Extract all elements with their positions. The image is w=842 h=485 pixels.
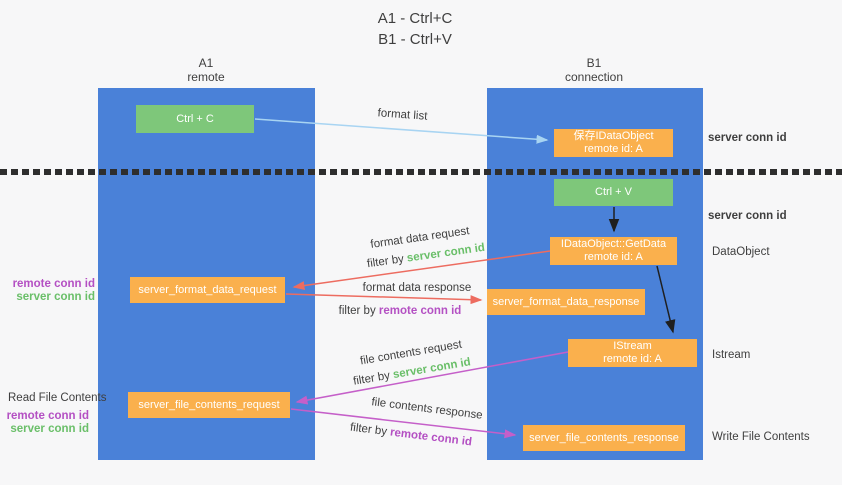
server-conn-id-annotation: server conn id	[16, 291, 95, 303]
server-conn-id-annotation: server conn id	[10, 423, 89, 435]
lane-header-a1: A1 remote	[126, 56, 286, 84]
istream-node: IStream remote id: A	[568, 339, 697, 367]
ctrl-c-label: Ctrl + C	[176, 112, 214, 125]
server-file-contents-request-node: server_file_contents_request	[128, 392, 290, 418]
idataobject-getdata-node: IDataObject::GetData remote id: A	[550, 237, 677, 265]
save-idataobject-line1: 保存IDataObject	[573, 130, 654, 142]
server-format-data-response-node: server_format_data_response	[487, 289, 645, 315]
remote-conn-id-annotation: remote conn id	[6, 410, 89, 422]
file-contents-response-filter-label: filter by remote conn id	[326, 419, 496, 452]
server-file-contents-response-node: server_file_contents_response	[523, 425, 685, 451]
server-file-contents-response-label: server_file_contents_response	[529, 431, 679, 444]
server-conn-id-annotation-top: server conn id	[708, 132, 787, 144]
write-file-contents-annotation: Write File Contents	[712, 431, 810, 443]
istream-annotation: Istream	[712, 349, 751, 361]
title-line2: B1 - Ctrl+V	[378, 31, 452, 48]
istream-line2: remote id: A	[603, 353, 662, 365]
lane-a1-name: A1	[198, 56, 214, 70]
getdata-line1: IDataObject::GetData	[560, 238, 667, 250]
format-data-response-filter-label: filter by remote conn id	[325, 305, 475, 317]
filter-by-text: filter by	[352, 369, 395, 388]
remote-conn-id-text: remote conn id	[389, 426, 473, 449]
remote-conn-id-annotation: remote conn id	[12, 278, 95, 290]
lane-b1-role: connection	[564, 70, 624, 84]
format-list-label: format list	[377, 107, 428, 123]
server-conn-id-text: server conn id	[406, 241, 486, 265]
conn-id-pair-file: remote conn id server conn id	[0, 410, 89, 436]
remote-conn-id-text: remote conn id	[378, 305, 462, 317]
filter-by-text: filter by	[366, 252, 408, 271]
lane-b1-name: B1	[586, 56, 602, 70]
arrow-format-data-response	[285, 293, 483, 305]
server-conn-id-annotation-mid: server conn id	[708, 210, 787, 222]
ctrl-v-node: Ctrl + V	[554, 179, 673, 206]
format-data-response-label: format data response	[362, 282, 472, 294]
server-format-data-request-label: server_format_data_request	[138, 283, 277, 296]
getdata-line2: remote id: A	[584, 251, 643, 263]
filter-by-text: filter by	[349, 421, 391, 439]
server-format-data-response-label: server_format_data_response	[492, 295, 640, 308]
filter-by-text: filter by	[338, 305, 379, 317]
server-file-contents-request-label: server_file_contents_request	[138, 398, 280, 411]
conn-id-pair-format: remote conn id server conn id	[0, 278, 95, 304]
server-format-data-request-node: server_format_data_request	[130, 277, 285, 303]
ctrl-c-node: Ctrl + C	[136, 105, 254, 133]
lane-a1-role: remote	[187, 70, 225, 84]
lane-header-b1: B1 connection	[514, 56, 674, 84]
title-line1: A1 - Ctrl+C	[377, 10, 453, 27]
diagram-title: A1 - Ctrl+C B1 - Ctrl+V	[310, 8, 520, 50]
dataobject-annotation: DataObject	[712, 246, 770, 258]
phase-separator-dotted-line	[0, 169, 842, 175]
file-contents-response-label: file contents response	[370, 396, 484, 422]
ctrl-v-label: Ctrl + V	[595, 186, 632, 198]
read-file-contents-annotation: Read File Contents	[8, 392, 107, 404]
save-idataobject-node: 保存IDataObject remote id: A	[554, 129, 673, 157]
istream-line1: IStream	[613, 340, 652, 352]
save-idataobject-line2: remote id: A	[584, 143, 643, 155]
